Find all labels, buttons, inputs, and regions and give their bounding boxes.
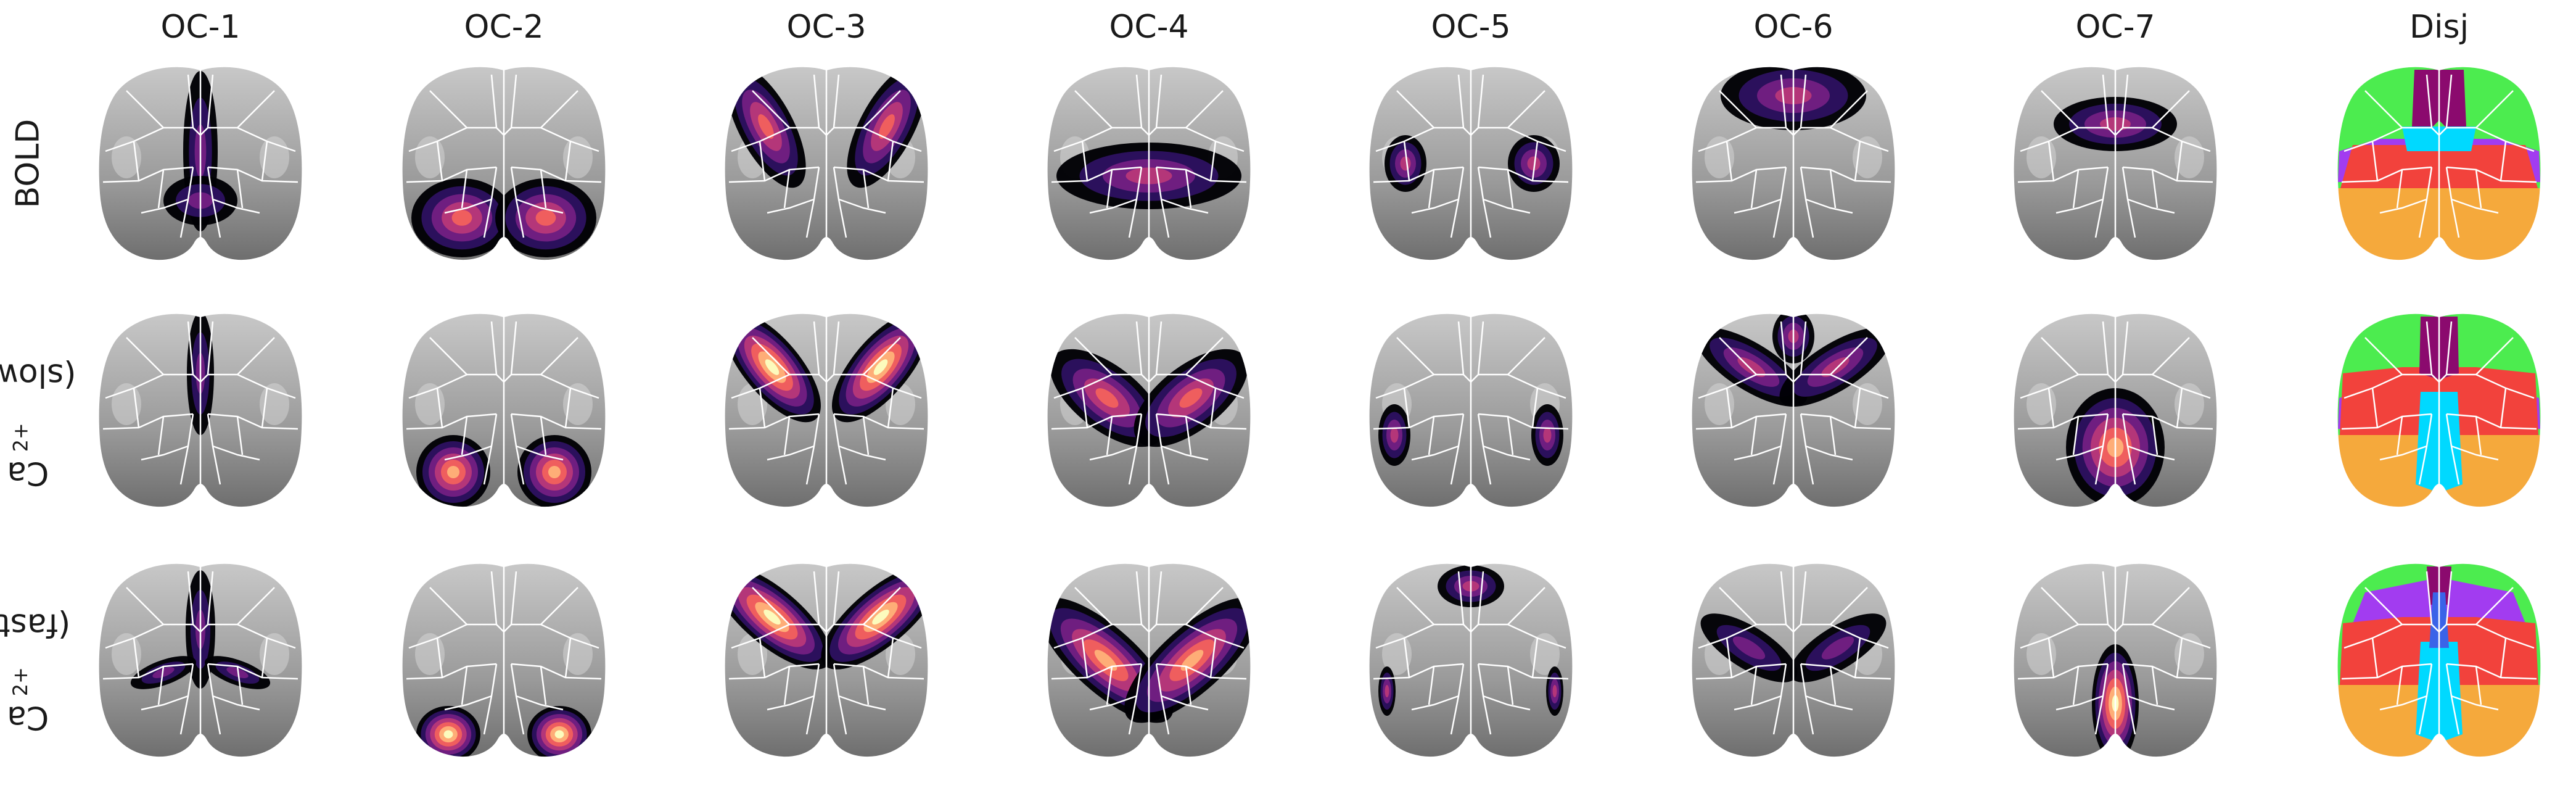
brain-map-row1-col8	[2328, 59, 2550, 268]
activity-map	[724, 565, 929, 675]
row-label-ca-fast: Ca2+ (fast)	[0, 606, 71, 736]
brain-map-row1-col2	[393, 59, 615, 268]
brain-map-row2-col1	[89, 305, 311, 515]
region-boundaries	[1373, 70, 1569, 238]
region-boundaries	[406, 566, 602, 735]
brain-map-row3-col7	[2004, 555, 2226, 765]
activity-map	[1050, 349, 1248, 447]
column-title-oc-7: OC-7	[2075, 9, 2155, 46]
brain-map-row1-col6	[1682, 59, 1904, 268]
column-title-oc-6: OC-6	[1753, 9, 1833, 46]
region-boundaries	[1695, 317, 1891, 485]
brain-map-row3-col3	[715, 555, 937, 765]
brain-map-row3-col1	[89, 555, 311, 765]
row-label-ca-slow: Ca2+ (slow)	[0, 356, 76, 492]
region-boundaries	[1373, 317, 1569, 485]
brain-map-row2-col5	[1360, 305, 1582, 515]
region-boundaries	[1695, 566, 1891, 735]
brain-map-row1-col3	[715, 59, 937, 268]
column-title-oc-3: OC-3	[786, 9, 866, 46]
region-boundaries	[2017, 70, 2213, 238]
brain-map-row2-col7	[2004, 305, 2226, 515]
region-boundaries	[406, 317, 602, 485]
brain-map-row3-col5	[1360, 555, 1582, 765]
brain-map-row3-col8	[2328, 555, 2550, 765]
brain-map-row2-col2	[393, 305, 615, 515]
region-boundaries	[728, 566, 924, 735]
region-boundaries	[1051, 566, 1247, 735]
column-title-oc-2: OC-2	[464, 9, 544, 46]
brain-map-row1-col7	[2004, 59, 2226, 268]
region-boundaries	[1373, 566, 1569, 735]
column-title-disj: Disj	[2409, 9, 2469, 46]
activity-map	[724, 313, 929, 425]
region-boundaries	[1695, 70, 1891, 238]
brain-map-row2-col4	[1038, 305, 1260, 515]
brain-map-row3-col2	[393, 555, 615, 765]
brain-map-row3-col6	[1682, 555, 1904, 765]
brain-map-row1-col5	[1360, 59, 1582, 268]
region-boundaries	[102, 566, 298, 735]
region-boundaries	[728, 317, 924, 485]
region-boundaries	[2341, 566, 2537, 735]
region-boundaries	[102, 70, 298, 238]
column-title-oc-5: OC-5	[1431, 9, 1511, 46]
activity-map	[112, 570, 289, 689]
brain-map-row2-col6	[1682, 305, 1904, 515]
region-boundaries	[102, 317, 298, 485]
region-boundaries	[2017, 317, 2213, 485]
row-label-bold: BOLD	[9, 118, 47, 209]
brain-map-row3-col4	[1038, 555, 1260, 765]
region-boundaries	[2341, 70, 2537, 238]
activity-map	[2027, 97, 2204, 178]
brain-map-row2-col3	[715, 305, 937, 515]
region-boundaries	[1051, 70, 1247, 238]
column-title-oc-4: OC-4	[1109, 9, 1189, 46]
brain-map-row1-col4	[1038, 59, 1260, 268]
activity-map	[411, 136, 596, 257]
region-boundaries	[728, 70, 924, 238]
region-boundaries	[2341, 317, 2537, 485]
region-boundaries	[2017, 566, 2213, 735]
brain-map-row1-col1	[89, 59, 311, 268]
region-boundaries	[406, 70, 602, 238]
column-title-oc-1: OC-1	[160, 9, 241, 46]
region-boundaries	[1051, 317, 1247, 485]
brain-map-row2-col8	[2328, 305, 2550, 515]
